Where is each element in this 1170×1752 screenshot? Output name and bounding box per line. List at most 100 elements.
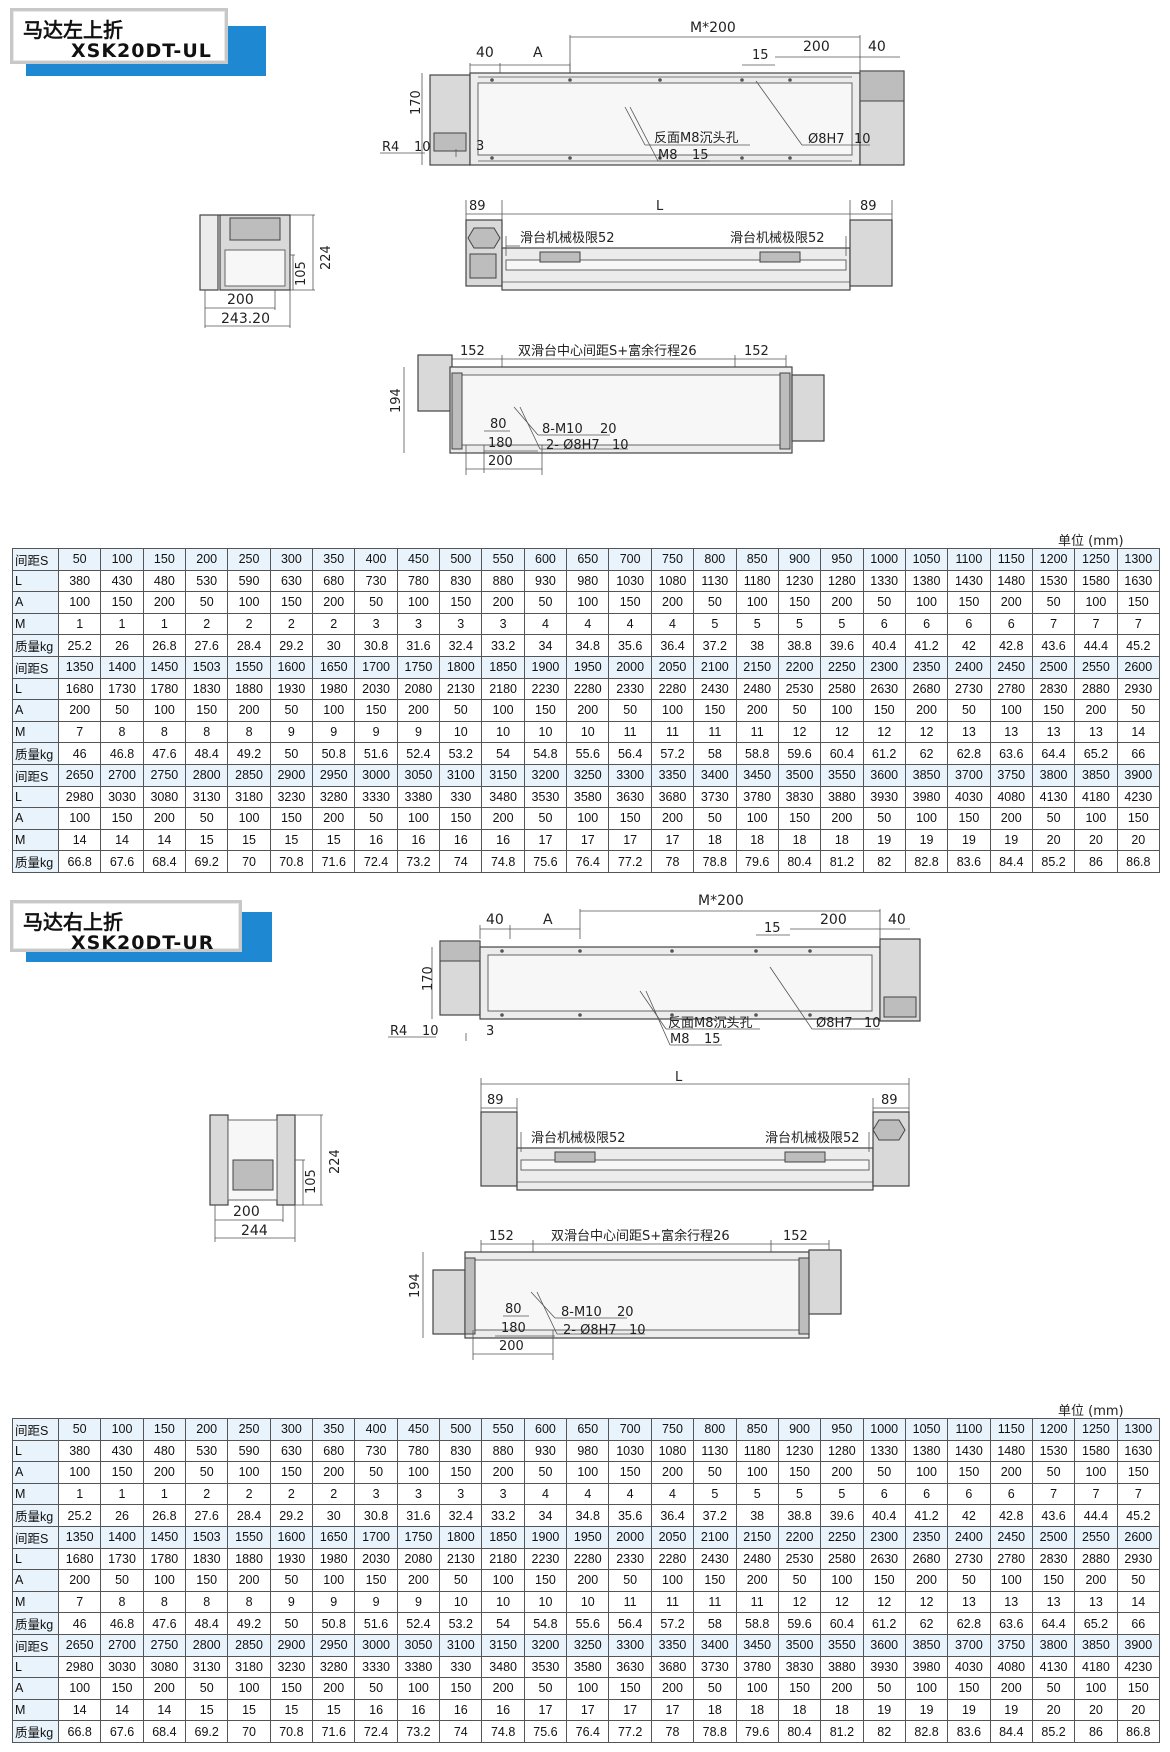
table-cell: 72.4	[354, 850, 398, 873]
table-cell: 2	[185, 1482, 229, 1506]
table-cell: 1780	[142, 1547, 187, 1571]
table-cell: 25.2	[57, 634, 102, 657]
table-cell: 2550	[1074, 1525, 1118, 1549]
table-cell: 200	[566, 699, 610, 722]
table-cell: 19	[862, 828, 906, 852]
table-cell: 380	[57, 569, 102, 593]
table-cell: 50	[269, 1569, 314, 1592]
table-cell: 150	[693, 699, 737, 722]
table-cell: 3050	[396, 1633, 441, 1657]
table-cell: 2	[269, 1482, 314, 1506]
row-header: 间距S	[12, 1418, 59, 1441]
dim-152-right: 152	[783, 1229, 808, 1244]
dim-170: 170	[421, 966, 436, 991]
table-cell: 30.8	[354, 634, 398, 657]
table-cell: 50	[354, 1677, 398, 1700]
table-cell: 3550	[820, 763, 864, 787]
table-cell: 10	[439, 1590, 483, 1614]
table-cell: 200	[481, 1461, 525, 1484]
table-cell: 41.2	[904, 1504, 949, 1527]
table-cell: 200	[57, 699, 102, 722]
table-cell: 2450	[989, 655, 1033, 679]
table-cell: 44.4	[1074, 634, 1118, 657]
table-cell: 800	[693, 1418, 737, 1441]
table-cell: 3680	[650, 1655, 695, 1679]
table-cell: 86.8	[1116, 850, 1161, 873]
table-cell: 1050	[904, 1418, 949, 1441]
table-cell: 850	[735, 548, 779, 571]
table-cell: 34	[523, 1504, 568, 1527]
table-cell: 200	[566, 1569, 610, 1592]
table-cell: 65.2	[1074, 742, 1118, 765]
table-cell: 100	[100, 548, 144, 571]
table-cell: 3730	[693, 1655, 737, 1679]
table-cell: 50	[185, 591, 229, 614]
table-cell: 550	[481, 1418, 525, 1441]
row-header: 质量kg	[12, 742, 59, 765]
row-header: 质量kg	[12, 1504, 59, 1527]
table-cell: 6	[947, 612, 991, 636]
table-cell: 2980	[57, 785, 102, 809]
table-cell: 1	[57, 1482, 102, 1506]
table-cell: 50	[354, 807, 398, 830]
table-cell: 82	[862, 850, 906, 873]
table-cell: 57.2	[650, 1612, 695, 1635]
table-cell: 49.2	[227, 1612, 271, 1635]
table-cell: 5	[820, 612, 864, 636]
table-cell: 100	[820, 699, 864, 722]
table-cell: 3130	[185, 1655, 229, 1679]
table-cell: 3530	[523, 1655, 568, 1679]
table-cell: 42.8	[989, 1504, 1033, 1527]
table-cell: 7	[1031, 1482, 1076, 1506]
table-cell: 2530	[777, 1547, 822, 1571]
table-cell: 83.6	[947, 1720, 991, 1743]
table-cell: 700	[608, 548, 652, 571]
table-cell: 67.6	[100, 1720, 144, 1743]
table-cell: 16	[396, 828, 441, 852]
table-cell: 590	[227, 1439, 271, 1463]
table-cell: 150	[523, 1569, 568, 1592]
table-cell: 3350	[650, 763, 695, 787]
table-cell: 10	[481, 720, 525, 744]
table-cell: 2930	[1116, 677, 1161, 701]
table-cell: 2800	[185, 763, 229, 787]
table-cell: 52.4	[396, 742, 441, 765]
table-cell: 8	[227, 1590, 271, 1614]
table-cell: 19	[947, 1698, 991, 1722]
table-cell: 950	[820, 1418, 864, 1441]
table-cell: 70	[227, 1720, 271, 1743]
table-cell: 32.4	[439, 634, 483, 657]
table-cell: 530	[185, 1439, 229, 1463]
table-cell: 3880	[820, 785, 864, 809]
table-cell: 200	[820, 807, 864, 830]
table-cell: 14	[1116, 1590, 1161, 1614]
table-cell: 17	[608, 1698, 652, 1722]
section-header-ur: 马达右上折 XSK20DT-UR	[10, 900, 272, 968]
table-cell: 3750	[989, 763, 1033, 787]
table-cell: 150	[862, 699, 906, 722]
table-cell: 85.2	[1031, 1720, 1076, 1743]
row-header: M	[12, 720, 59, 744]
row-header: 间距S	[12, 655, 59, 679]
table-cell: 2230	[523, 677, 568, 701]
table-cell: 750	[650, 548, 695, 571]
table-cell: 1880	[227, 677, 271, 701]
table-cell: 60.4	[820, 1612, 864, 1635]
table-cell: 2680	[904, 1547, 949, 1571]
table-cell: 53.2	[439, 1612, 483, 1635]
table-cell: 780	[396, 569, 441, 593]
table-cell: 64.4	[1031, 742, 1076, 765]
table-cell: 50	[100, 699, 144, 722]
table-cell: 62	[904, 742, 949, 765]
table-cell: 77.2	[608, 850, 652, 873]
table-cell: 150	[142, 1418, 187, 1441]
table-cell: 4	[608, 612, 652, 636]
table-cell: 16	[396, 1698, 441, 1722]
table-cell: 150	[354, 1569, 398, 1592]
table-cell: 19	[862, 1698, 906, 1722]
table-cell: 2350	[904, 1525, 949, 1549]
table-cell: 51.6	[354, 742, 398, 765]
